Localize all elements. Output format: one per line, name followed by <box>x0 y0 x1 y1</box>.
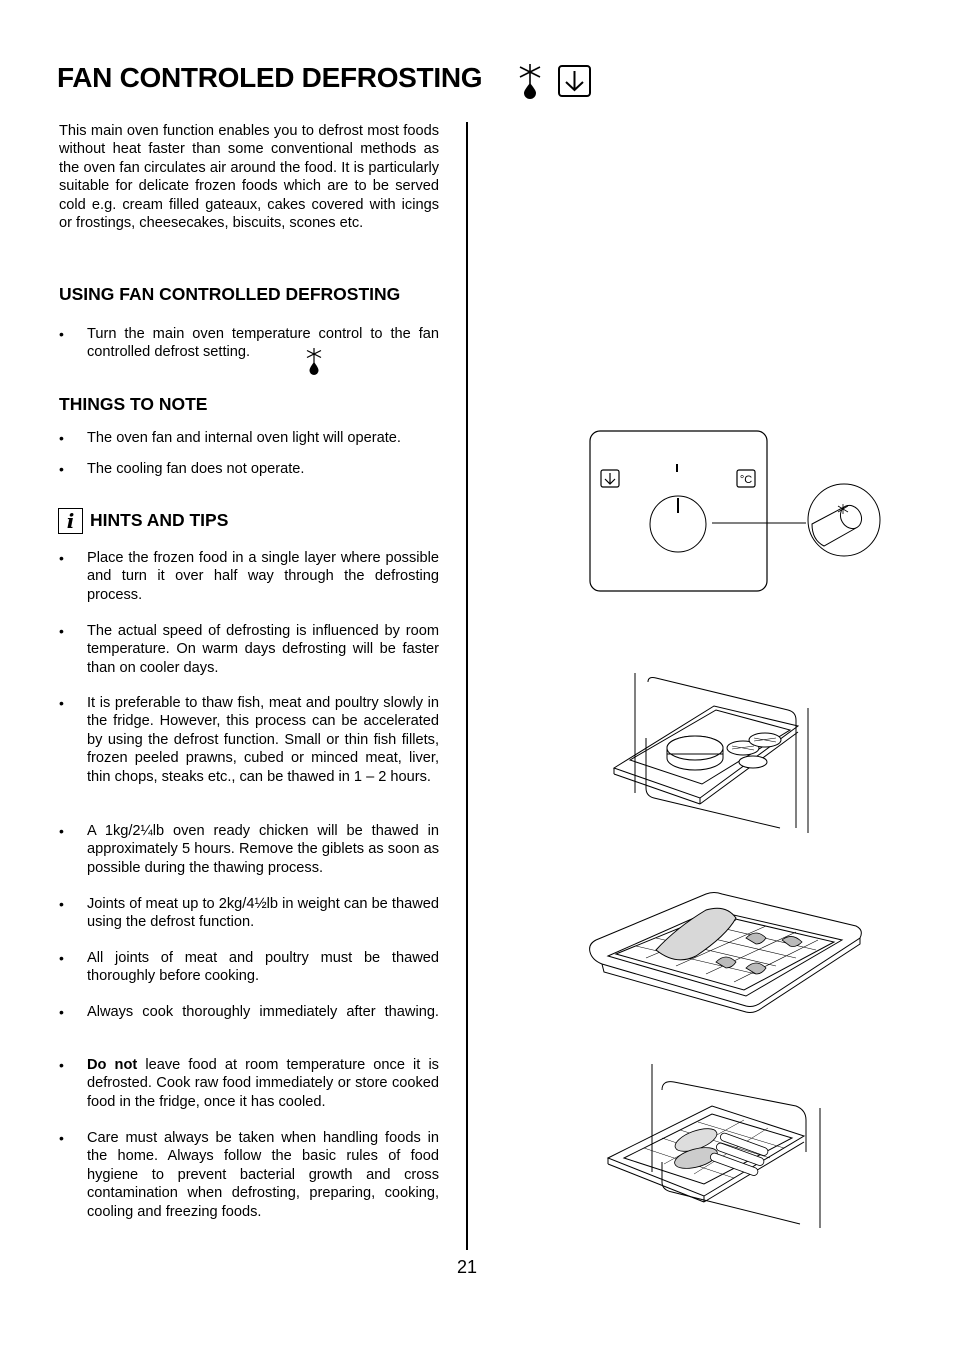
control-panel-figure: °C <box>589 430 881 592</box>
bullet: • <box>59 461 64 477</box>
bullet: • <box>59 550 64 566</box>
list-item: • The cooling fan does not operate. <box>59 460 439 478</box>
hint-text: Joints of meat up to 2kg/4½lb in weight … <box>87 896 439 931</box>
hint-text: Do not leave food at room temperature on… <box>87 1056 439 1111</box>
hint-text: The actual speed of defrosting is influe… <box>87 623 439 676</box>
list-item: • The oven fan and internal oven light w… <box>59 429 439 447</box>
hint-text: It is preferable to thaw fish, meat and … <box>87 695 439 785</box>
list-item: • Care must always be taken when handlin… <box>59 1129 439 1221</box>
hint-text: Always cook thoroughly immediately after… <box>87 1004 439 1020</box>
defrost-snowflake-drop-icon <box>306 348 322 375</box>
oven-grill-sausages-figure <box>606 1064 821 1228</box>
list-item: • Turn the main oven temperature control… <box>59 325 439 362</box>
oven-tray-cake-figure <box>612 673 809 833</box>
intro-paragraph: This main oven function enables you to d… <box>59 123 439 232</box>
hint-text: A 1kg/2¼lb oven ready chicken will be th… <box>87 823 439 876</box>
celsius-icon: °C <box>736 469 756 488</box>
info-i-icon: i <box>58 508 83 534</box>
bullet: • <box>59 326 64 342</box>
note-heading: THINGS TO NOTE <box>59 394 208 414</box>
fan-arrow-down-box-icon <box>558 65 591 97</box>
list-item: • Joints of meat up to 2kg/4½lb in weigh… <box>59 895 439 932</box>
defrost-snowflake-drop-icon <box>519 64 591 99</box>
bullet: • <box>59 430 64 446</box>
hint-text: All joints of meat and poultry must be t… <box>87 950 439 985</box>
using-bullet-text: Turn the main oven temperature control t… <box>87 326 439 361</box>
do-not-rest: leave food at room temperature once it i… <box>87 1057 439 1110</box>
title-icons <box>514 62 596 105</box>
bullet: • <box>59 623 64 639</box>
hints-heading: HINTS AND TIPS <box>90 510 229 530</box>
bullet: • <box>59 896 64 912</box>
fan-arrow-down-box-icon <box>600 469 620 488</box>
hint-text: Care must always be taken when handling … <box>87 1130 439 1220</box>
knob-icon <box>807 483 881 557</box>
page-number: 21 <box>457 1257 478 1277</box>
list-item: • Do not leave food at room temperature … <box>59 1056 439 1111</box>
bullet: • <box>59 1004 64 1020</box>
bullet: • <box>59 1057 64 1073</box>
grill-pan-fish-figure <box>589 892 862 1013</box>
bullet: • <box>59 695 64 711</box>
using-heading: USING FAN CONTROLLED DEFROSTING <box>59 284 401 304</box>
column-divider <box>466 122 468 1250</box>
note-text: The oven fan and internal oven light wil… <box>87 430 401 446</box>
bullet: • <box>59 1130 64 1146</box>
bullet: • <box>59 950 64 966</box>
list-item: • It is preferable to thaw fish, meat an… <box>59 694 439 786</box>
list-item: • Place the frozen food in a single laye… <box>59 549 439 604</box>
list-item: • The actual speed of defrosting is infl… <box>59 622 439 677</box>
hint-text: Place the frozen food in a single layer … <box>87 550 439 603</box>
list-item: • Always cook thoroughly immediately aft… <box>59 1003 439 1021</box>
do-not-bold: Do not <box>87 1057 138 1073</box>
list-item: • All joints of meat and poultry must be… <box>59 949 439 986</box>
list-item: • A 1kg/2¼lb oven ready chicken will be … <box>59 822 439 877</box>
bullet: • <box>59 823 64 839</box>
celsius-label: °C <box>740 474 752 486</box>
page-title: FAN CONTROLED DEFROSTING <box>57 62 483 93</box>
note-text: The cooling fan does not operate. <box>87 461 305 477</box>
